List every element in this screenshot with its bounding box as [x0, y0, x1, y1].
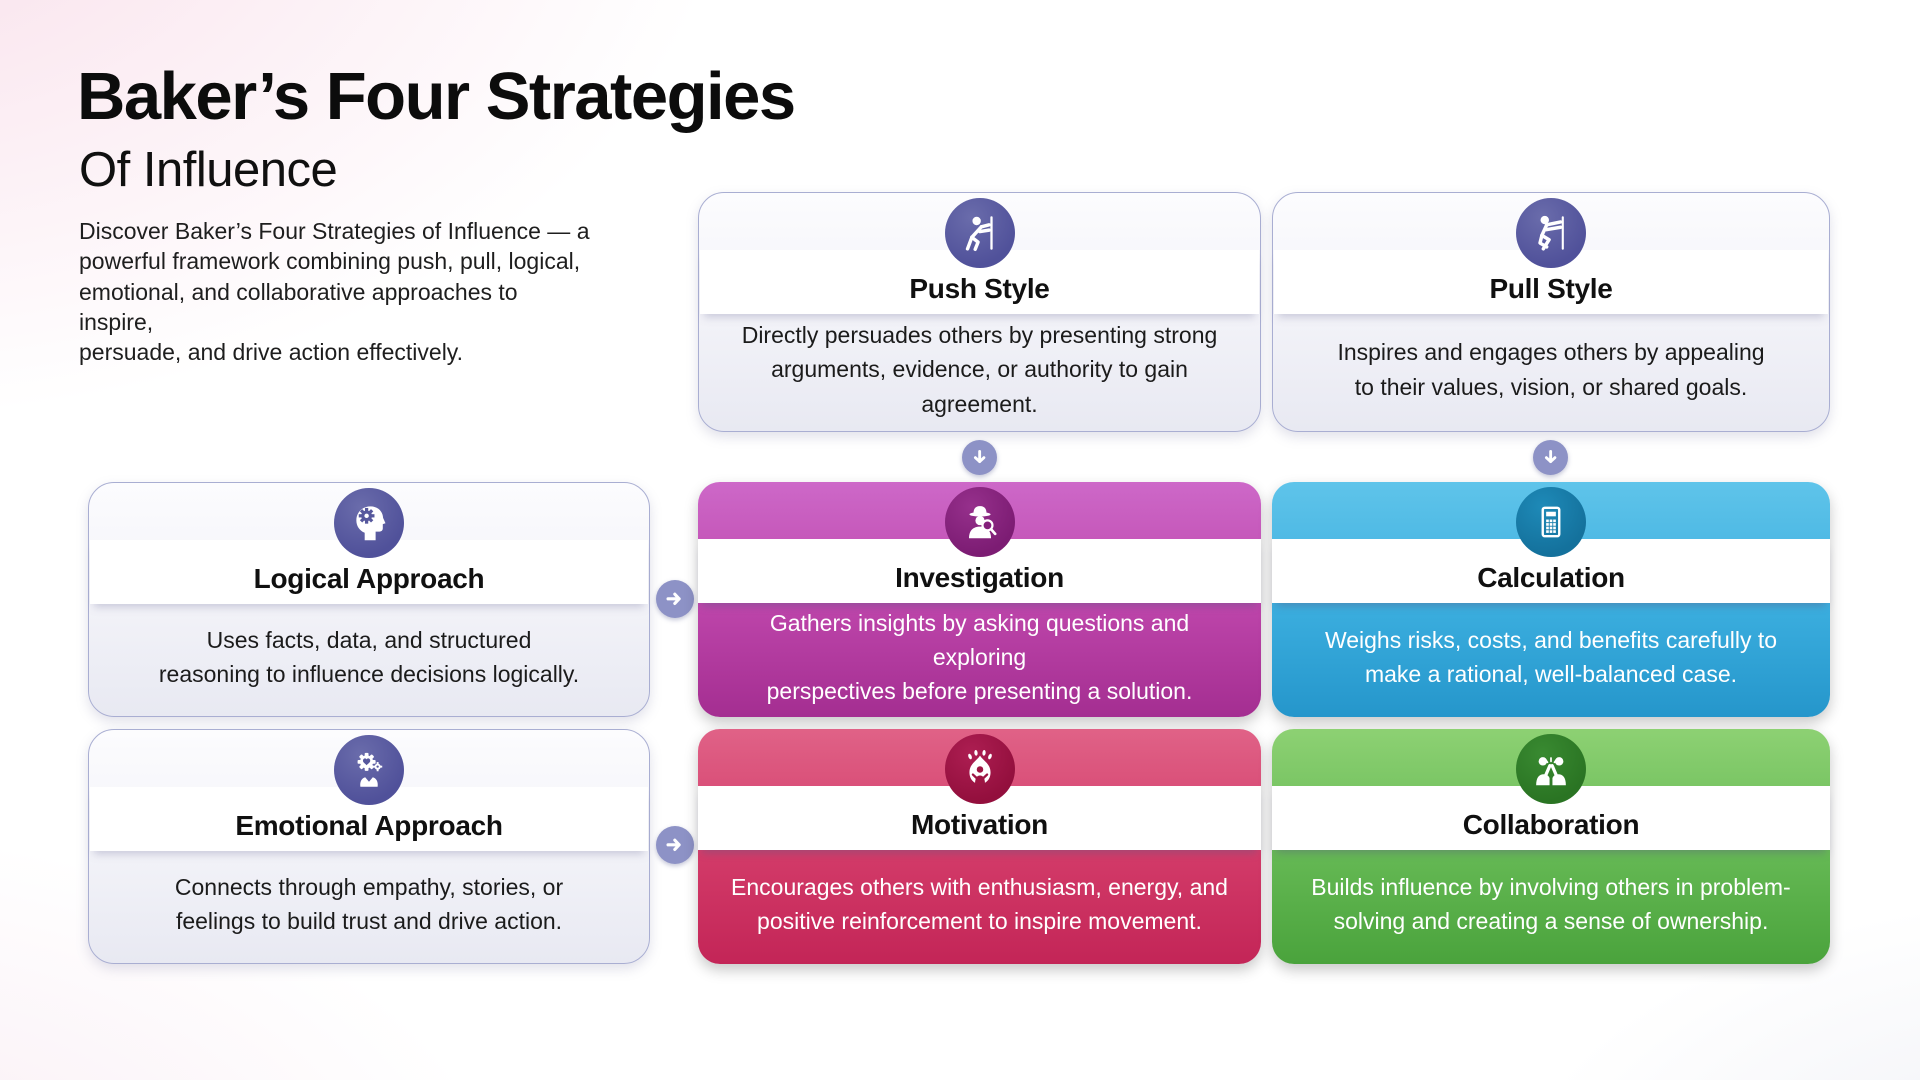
high-five-icon: [1516, 734, 1586, 804]
card-description: Builds influence by involving others in …: [1311, 873, 1791, 934]
card-title-band: Pull Style: [1274, 250, 1828, 314]
card-description: Directly persuades others by presenting …: [741, 322, 1218, 417]
detective-icon: [944, 487, 1015, 557]
card-description: Gathers insights by asking questions and…: [766, 609, 1193, 705]
card-title: Push Style: [909, 273, 1050, 304]
pull-person-icon: [1516, 198, 1586, 268]
card-logical-approach: Logical Approach Uses facts, data, and s…: [88, 482, 650, 717]
card-pull-style: Pull Style Inspires and engages others b…: [1272, 192, 1830, 432]
card-collaboration: Collaboration Builds influence by involv…: [1272, 729, 1830, 964]
flame-person-icon: [944, 734, 1015, 804]
card-calculation: Calculation Weighs risks, costs, and ben…: [1272, 482, 1830, 717]
card-title-band: Investigation: [698, 539, 1261, 603]
card-title: Investigation: [895, 562, 1064, 593]
card-description: Encourages others with enthusiasm, energ…: [731, 873, 1228, 934]
push-person-icon: [944, 198, 1015, 268]
card-description: Connects through empathy, stories, or fe…: [174, 873, 564, 934]
heart-gear-hand-icon: [334, 735, 404, 805]
card-emotional-approach: Emotional Approach Connects through empa…: [88, 729, 650, 964]
card-title: Collaboration: [1462, 809, 1640, 840]
page-title: Baker’s Four Strategies: [77, 59, 796, 134]
card-title: Pull Style: [1489, 273, 1613, 304]
head-gear-icon: [334, 488, 404, 558]
right-arrow-icon: [656, 826, 694, 864]
card-title: Logical Approach: [253, 563, 485, 594]
down-arrow-icon: [962, 440, 997, 475]
card-title: Emotional Approach: [235, 810, 503, 841]
card-push-style: Push Style Directly persuades others by …: [698, 192, 1261, 432]
page-subtitle: Of Influence: [79, 143, 338, 197]
card-description: Weighs risks, costs, and benefits carefu…: [1324, 626, 1778, 687]
card-description: Inspires and engages others by appealing…: [1337, 339, 1765, 400]
right-arrow-icon: [656, 580, 694, 618]
card-motivation: Motivation Encourages others with enthus…: [698, 729, 1261, 964]
card-title: Motivation: [911, 809, 1048, 840]
intro-description: Discover Baker’s Four Strategies of Infl…: [79, 218, 590, 366]
card-title-band: Calculation: [1272, 539, 1830, 603]
card-investigation: Investigation Gathers insights by asking…: [698, 482, 1261, 717]
card-title: Calculation: [1477, 562, 1625, 593]
card-description: Uses facts, data, and structured reasoni…: [158, 626, 580, 687]
down-arrow-icon: [1533, 440, 1568, 475]
calculator-icon: [1516, 487, 1586, 557]
